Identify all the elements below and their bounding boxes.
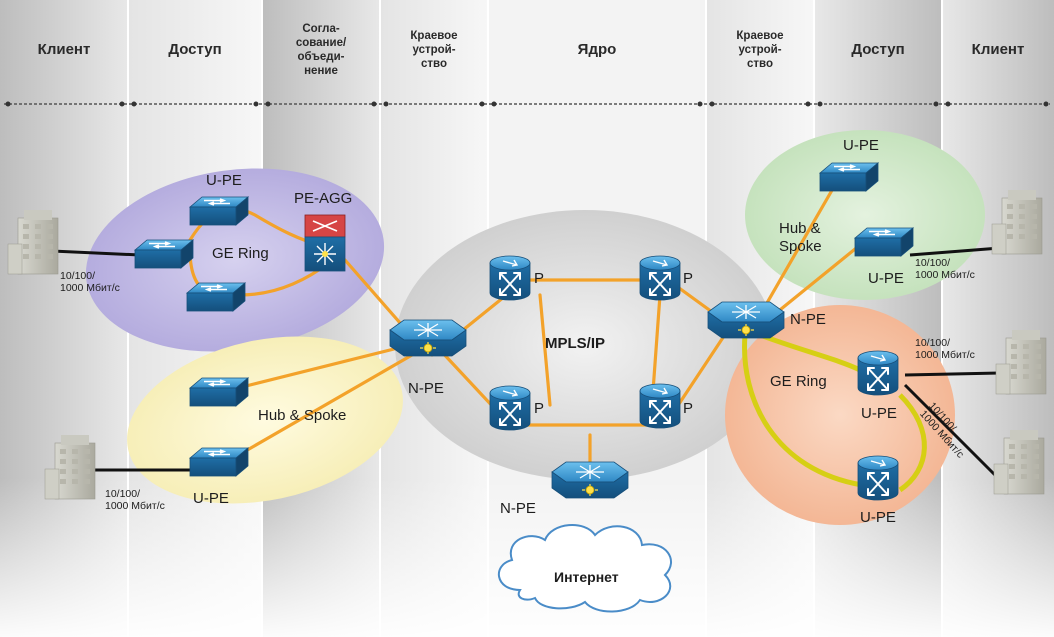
agg-switch-icon (304, 214, 346, 272)
label-upe-top-right: U-PE (843, 137, 879, 154)
column-header-client-left: Клиент (37, 41, 91, 58)
column-header-edge-left: Краевое устрой- ство (410, 30, 458, 70)
label-ge-ring-right: GE Ring (770, 373, 827, 390)
label-upe-top-left: U-PE (206, 172, 242, 189)
router-icon (389, 319, 467, 357)
label-npe-left: N-PE (408, 380, 444, 397)
switch-icon (134, 239, 194, 269)
label-p-3: P (534, 400, 545, 417)
label-speed-left-bottom: 10/100/ 1000 Мбит/с (105, 488, 165, 512)
label-mpls-ip: MPLS/IP (545, 335, 606, 352)
label-p-1: P (534, 270, 545, 287)
router-icon (489, 255, 531, 301)
column-header-core: Ядро (577, 41, 617, 58)
label-upe-right-ring-top: U-PE (861, 405, 897, 422)
label-upe-bottom-left: U-PE (193, 490, 229, 507)
label-internet: Интернет (554, 569, 619, 585)
switch-icon (819, 162, 879, 192)
column-header-access-right: Доступ (851, 41, 905, 58)
column-header-aggregation: Согла- сование/ объеди- нение (295, 23, 347, 77)
label-speed-right-mid: 10/100/ 1000 Мбит/с (915, 337, 975, 361)
label-hub-spoke-right: Hub & Spoke (779, 220, 822, 255)
label-upe-mid-right: U-PE (868, 270, 904, 287)
label-hub-spoke-left: Hub & Spoke (258, 407, 347, 424)
switch-icon (189, 377, 249, 407)
label-p-4: P (683, 400, 694, 417)
router-icon (707, 301, 785, 339)
zone-hub-spoke-right (745, 130, 985, 300)
switch-icon (189, 447, 249, 477)
router-icon (551, 461, 629, 499)
router-icon (639, 383, 681, 429)
label-speed-right-top: 10/100/ 1000 Мбит/с (915, 257, 975, 281)
column-header-access-left: Доступ (168, 41, 222, 58)
ring-links-right (742, 332, 927, 493)
switch-icon (186, 282, 246, 312)
label-pe-agg: PE-AGG (294, 190, 353, 207)
switch-icon (189, 196, 249, 226)
label-npe-bottom: N-PE (500, 500, 536, 517)
column-header-client-right: Клиент (971, 41, 1025, 58)
label-npe-right: N-PE (790, 311, 826, 328)
label-ge-ring-left: GE Ring (212, 245, 269, 262)
router-icon (857, 455, 899, 501)
router-icon (857, 350, 899, 396)
header-divider (4, 101, 1050, 107)
zone-ge-ring-left (85, 168, 385, 352)
label-p-2: P (683, 270, 694, 287)
switch-icon (854, 227, 914, 257)
cloud-icon (497, 523, 672, 613)
label-speed-left-top: 10/100/ 1000 Мбит/с (60, 270, 120, 294)
label-upe-right-ring-bottom: U-PE (860, 509, 896, 526)
router-icon (489, 385, 531, 431)
column-header-edge-right: Краевое устрой- ство (736, 30, 784, 70)
router-icon (639, 255, 681, 301)
